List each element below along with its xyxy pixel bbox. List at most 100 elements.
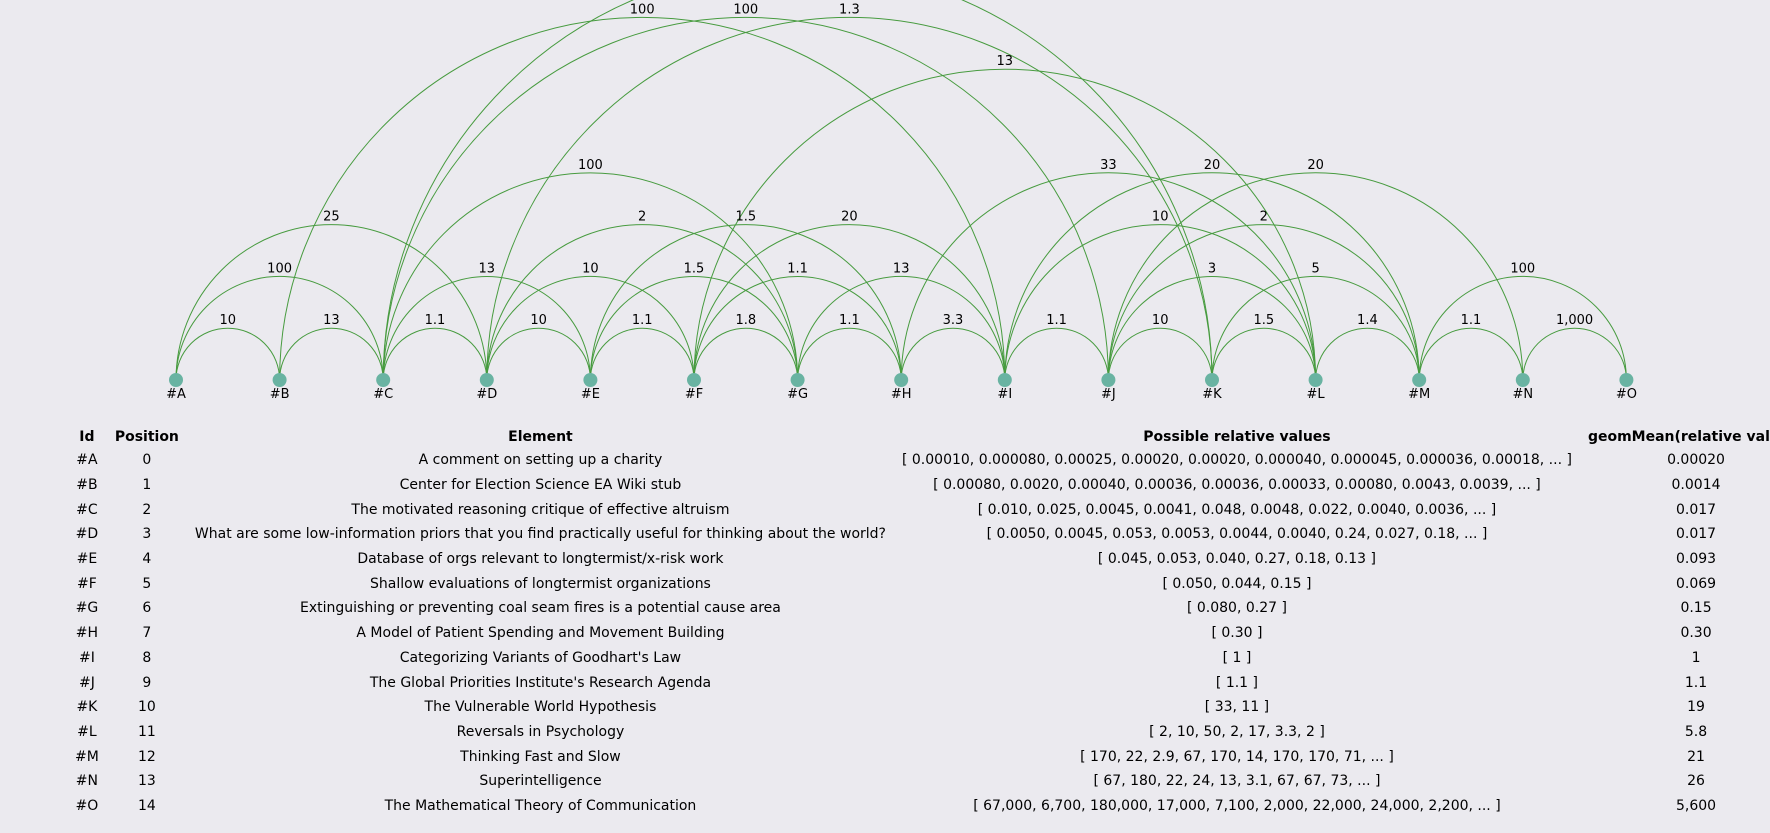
graph-node[interactable] [1412, 373, 1427, 387]
cell-values: [ 0.0050, 0.0045, 0.053, 0.0053, 0.0044,… [986, 526, 1488, 543]
arc-edge [589, 275, 799, 381]
arc-edge [382, 0, 1213, 381]
arc-edge [1004, 172, 1420, 381]
edge-label: 1.5 [735, 210, 756, 225]
cell-position: 12 [137, 748, 156, 765]
edge-label: 25 [323, 210, 340, 225]
cell-position: 10 [137, 699, 156, 716]
arc-edge [1107, 172, 1524, 381]
cell-id: #M [75, 748, 99, 765]
edge-labels: 1010025131001.113100100100101021.31.11.5… [220, 2, 1594, 328]
graph-node[interactable] [479, 373, 494, 387]
cell-element: A Model of Patient Spending and Movement… [356, 625, 725, 642]
header-geomean: geomMean(relative values) [1587, 428, 1770, 445]
graph-node[interactable] [272, 373, 287, 387]
graph-node[interactable] [997, 373, 1012, 387]
cell-position: 5 [142, 575, 152, 592]
cell-element: Shallow evaluations of longtermist organ… [370, 575, 711, 592]
edge-label: 1.1 [787, 261, 808, 276]
cell-values: [ 0.00010, 0.000080, 0.00025, 0.00020, 0… [901, 452, 1572, 469]
cell-position: 8 [142, 649, 152, 666]
edge-label: 13 [323, 313, 340, 328]
cell-position: 13 [137, 773, 156, 790]
arc-edge [486, 224, 799, 381]
edge-label: 10 [530, 313, 547, 328]
node-label: #H [891, 387, 912, 402]
graph-node[interactable] [1308, 373, 1323, 387]
cell-geomean: 5.8 [1684, 723, 1708, 740]
cell-position: 7 [142, 625, 152, 642]
cell-values: [ 0.050, 0.044, 0.15 ] [1162, 575, 1312, 592]
elements-table-container: Id Position Element Possible relative va… [67, 425, 1770, 818]
cell-element: Superintelligence [479, 773, 602, 790]
graph-node[interactable] [583, 373, 598, 387]
cell-geomean: 0.0014 [1671, 477, 1721, 494]
cell-element: Extinguishing or preventing coal seam fi… [300, 600, 781, 617]
arc-edge [1107, 224, 1420, 381]
edge-label: 1.8 [735, 313, 756, 328]
table-header-row: Id Position Element Possible relative va… [67, 425, 1770, 448]
cell-element: Thinking Fast and Slow [460, 748, 621, 765]
header-position: Position [114, 428, 179, 445]
edge-label: 1.5 [684, 261, 705, 276]
edge-label: 10 [582, 261, 599, 276]
graph-node[interactable] [1515, 373, 1530, 387]
graph-node[interactable] [687, 373, 701, 387]
cell-id: #A [76, 452, 98, 469]
graph-node[interactable] [790, 373, 805, 387]
graph-node[interactable] [169, 373, 183, 387]
cell-element: What are some low-information priors tha… [194, 526, 886, 543]
cell-id: #D [75, 526, 99, 543]
arc-edge [382, 275, 591, 381]
cell-position: 0 [142, 452, 152, 469]
node-label: #L [1307, 387, 1326, 402]
cell-id: #N [75, 773, 98, 790]
arc-edge [382, 172, 799, 381]
cell-values: [ 67, 180, 22, 24, 13, 3.1, 67, 67, 73, … [1093, 773, 1381, 790]
edge-label: 1.1 [1461, 313, 1482, 328]
arc-edge [900, 172, 1317, 381]
header-element: Element [508, 428, 573, 445]
node-labels: #A#B#C#D#E#F#G#H#I#J#K#L#M#N#O [166, 387, 1637, 402]
cell-values: [ 0.00080, 0.0020, 0.00040, 0.00036, 0.0… [933, 477, 1541, 494]
arc-edge [693, 275, 902, 381]
cell-position: 3 [142, 526, 152, 543]
edge-label: 1.1 [1046, 313, 1067, 328]
edge-label: 13 [997, 54, 1014, 69]
cell-geomean: 0.15 [1680, 600, 1712, 617]
cell-element: Categorizing Variants of Goodhart's Law [399, 649, 682, 666]
arc-edge [1211, 327, 1317, 381]
cell-geomean: 19 [1687, 699, 1705, 716]
arc-edge [693, 327, 799, 381]
arc-edge [1418, 275, 1627, 381]
graph-node[interactable] [1101, 373, 1116, 387]
arc-edges [175, 0, 1627, 381]
cell-element: Reversals in Psychology [456, 723, 625, 740]
cell-geomean: 0.30 [1680, 625, 1712, 642]
cell-geomean: 0.093 [1675, 551, 1717, 568]
edge-label: 33 [1100, 158, 1117, 173]
graph-node[interactable] [376, 373, 391, 387]
header-id: Id [79, 428, 95, 445]
cell-position: 2 [142, 501, 152, 518]
node-label: #G [787, 387, 808, 402]
arc-edge [1107, 327, 1213, 381]
arc-edge [175, 275, 384, 381]
cell-id: #G [75, 600, 99, 617]
cell-geomean: 0.069 [1675, 575, 1717, 592]
graph-node[interactable] [894, 373, 909, 387]
edge-label: 1.1 [425, 313, 446, 328]
cell-element: The Vulnerable World Hypothesis [424, 699, 657, 716]
edge-label: 1.5 [1253, 313, 1274, 328]
table-row: #N 13 Superintelligence [ 67, 180, 22, 24, … [67, 769, 1770, 794]
arc-edge [486, 275, 695, 381]
cell-geomean: 21 [1687, 748, 1705, 765]
node-label: #O [1616, 387, 1637, 402]
node-label: #B [270, 387, 290, 402]
graph-nodes [169, 373, 1634, 387]
graph-node[interactable] [1205, 373, 1219, 387]
graph-node[interactable] [1619, 373, 1634, 387]
